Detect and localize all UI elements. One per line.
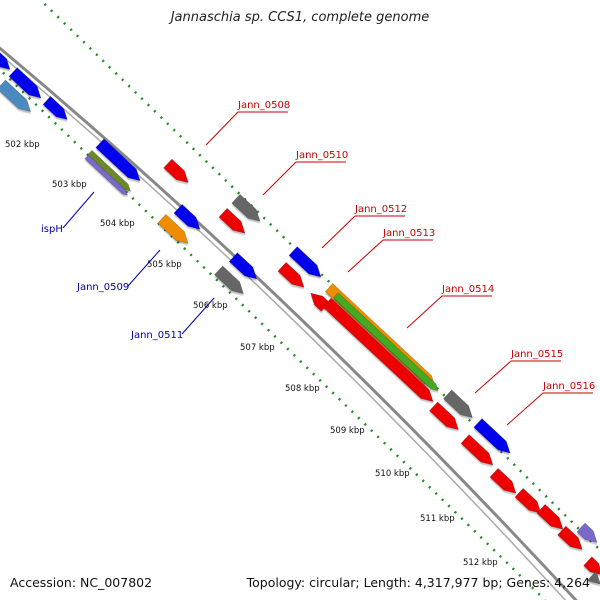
leader-line	[62, 191, 95, 229]
gene-arrow-4[interactable]	[42, 96, 72, 125]
topology-text: Topology: circular; Length: 4,317,977 bp…	[246, 575, 590, 590]
gene-arrow-29[interactable]	[576, 522, 600, 549]
gene-arrow-9[interactable]	[173, 203, 205, 235]
leader-line	[205, 111, 239, 146]
gene-arrow-26[interactable]	[514, 487, 546, 519]
kbp-label: 506 kbp	[193, 301, 228, 311]
gene-arrow-23[interactable]	[428, 401, 463, 436]
forward-gene-label[interactable]: Jann_0513	[382, 228, 435, 239]
gene-arrow-15[interactable]	[288, 246, 326, 284]
gene-arrow-11[interactable]	[231, 193, 265, 227]
gene-arrow-16[interactable]	[277, 261, 309, 293]
gene-arrow-3[interactable]	[0, 79, 36, 118]
reverse-gene-label[interactable]: ispH	[41, 224, 63, 235]
gene-arrow-1[interactable]	[0, 50, 15, 75]
leader-line	[321, 215, 356, 249]
leader-line	[474, 360, 512, 394]
leader-line	[347, 239, 384, 273]
gene-arrow-6[interactable]	[86, 149, 134, 195]
kbp-label: 505 kbp	[147, 260, 182, 270]
kbp-ruler-labels: 502 kbp 503 kbp 504 kbp 505 kbp 506 kbp 507 k…	[5, 140, 498, 568]
gene-arrow-19[interactable]	[332, 292, 441, 396]
gene-arrow-2[interactable]	[8, 67, 46, 105]
forward-gene-label[interactable]: Jann_0515	[510, 349, 563, 360]
kbp-label: 509 kbp	[330, 426, 365, 436]
gene-arrow-21[interactable]	[442, 389, 477, 424]
kbp-label: 508 kbp	[285, 384, 320, 394]
gene-arrow-7[interactable]	[84, 154, 130, 199]
accession-text: Accession: NC_007802	[10, 575, 153, 590]
leader-line	[406, 295, 443, 329]
gene-arrow-24[interactable]	[460, 434, 498, 472]
forward-gene-label[interactable]: Jann_0512	[354, 204, 407, 215]
gene-track	[0, 50, 600, 591]
gene-arrow-25[interactable]	[489, 467, 521, 499]
gene-arrow-13[interactable]	[228, 252, 262, 286]
gene-arrow-31[interactable]	[586, 571, 600, 591]
forward-gene-label[interactable]: Jann_0514	[441, 284, 494, 295]
gene-arrow-12[interactable]	[218, 207, 250, 239]
kbp-label: 512 kbp	[463, 558, 498, 568]
kbp-label: 507 kbp	[240, 343, 275, 353]
gene-arrow-10[interactable]	[157, 213, 194, 249]
kbp-label: 511 kbp	[420, 514, 455, 524]
leader-line	[262, 161, 297, 196]
kbp-label: 504 kbp	[100, 219, 135, 229]
gene-arrow-5[interactable]	[95, 138, 146, 187]
gene-arrow-28[interactable]	[557, 525, 588, 556]
kbp-label: 503 kbp	[52, 180, 87, 190]
gene-arrow-27[interactable]	[536, 503, 568, 535]
reverse-gene-label[interactable]: Jann_0509	[76, 282, 129, 293]
leader-line	[181, 297, 215, 335]
gene-labels: Jann_0508Jann_0510Jann_0512Jann_0513Jann…	[41, 100, 595, 426]
gene-arrow-14[interactable]	[213, 265, 248, 300]
forward-gene-label[interactable]: Jann_0516	[542, 381, 595, 392]
forward-gene-label[interactable]: Jann_0510	[295, 150, 348, 161]
gene-arrow-22[interactable]	[473, 418, 515, 460]
reverse-gene-label[interactable]: Jann_0511	[130, 330, 183, 341]
leader-line	[506, 392, 544, 426]
gene-arrow-20[interactable]	[322, 297, 438, 408]
kbp-label: 510 kbp	[375, 469, 410, 479]
leader-line	[127, 249, 161, 287]
page-title: Jannaschia sp. CCS1, complete genome	[170, 10, 430, 25]
gene-arrow-8[interactable]	[163, 158, 194, 189]
kbp-label: 502 kbp	[5, 140, 40, 150]
genome-backbone	[0, 46, 578, 600]
forward-gene-label[interactable]: Jann_0508	[237, 100, 290, 111]
